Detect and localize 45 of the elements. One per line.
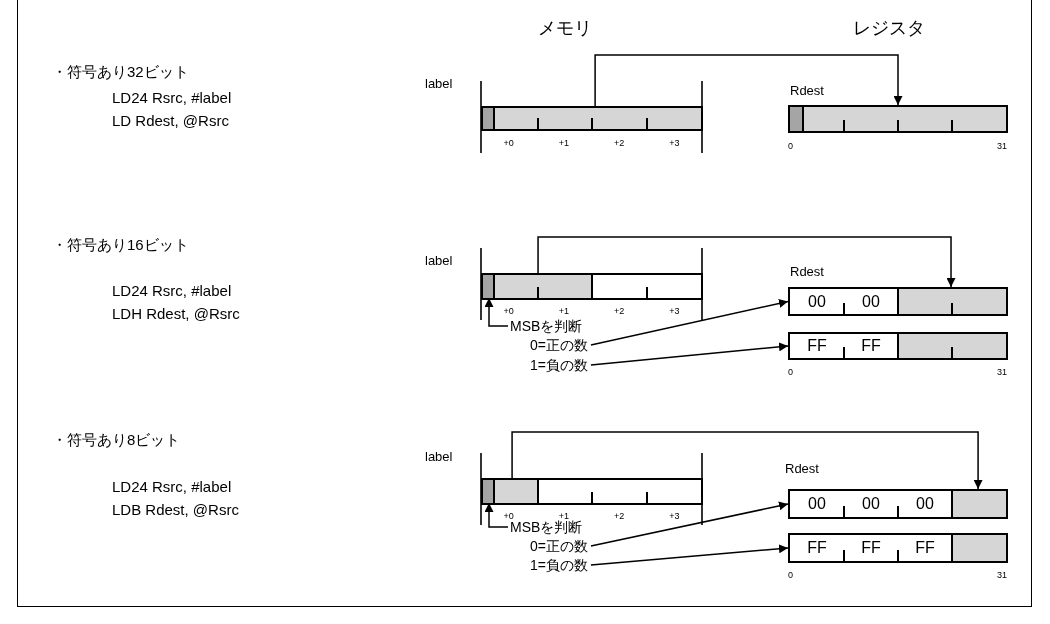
bit-number: 0 (788, 570, 793, 581)
instruction-text: LD24 Rsrc, #label (112, 282, 232, 300)
byte-offset: +3 (669, 511, 680, 522)
address-label: label (425, 254, 453, 269)
byte-value: 00 (862, 496, 880, 512)
byte-value: 00 (808, 293, 826, 310)
instruction-text: LD Rdest, @Rsrc (112, 112, 229, 130)
byte-offset: +3 (669, 306, 680, 317)
address-label: label (425, 77, 453, 92)
byte-value: FF (807, 338, 827, 354)
register-name: Rdest (790, 265, 824, 280)
register-name: Rdest (790, 84, 824, 99)
byte-value: FF (915, 540, 935, 556)
column-heading: メモリ (538, 18, 592, 39)
byte-offset: +2 (613, 511, 625, 522)
instruction-text: LDH Rdest, @Rsrc (112, 305, 240, 323)
byte-offset: +0 (503, 511, 514, 522)
byte-offset: +0 (503, 306, 514, 317)
byte-offset: +2 (613, 306, 625, 317)
byte-offset: +1 (558, 511, 569, 521)
section-title: ・符号あり8ビット (52, 431, 181, 449)
bit-number: 31 (997, 367, 1007, 378)
address-label: label (425, 450, 453, 465)
section-title: ・符号あり32ビット (52, 63, 189, 81)
byte-value: FF (861, 338, 881, 354)
byte-offset: +1 (558, 138, 569, 149)
byte-value: FF (861, 540, 881, 556)
instruction-text: LDB Rdest, @Rsrc (112, 501, 239, 519)
bit-number: 31 (997, 570, 1007, 581)
byte-value: 00 (916, 496, 934, 512)
bit-number: 31 (997, 141, 1007, 152)
instruction-text: LD24 Rsrc, #label (112, 89, 232, 107)
byte-offset: +2 (613, 138, 625, 149)
byte-value: FF (807, 540, 827, 556)
bit-number: 0 (788, 141, 793, 152)
section-title: ・符号あり16ビット (52, 236, 189, 254)
column-heading: レジスタ (853, 18, 925, 39)
byte-value: 00 (808, 496, 826, 512)
byte-offset: +0 (503, 138, 514, 149)
byte-offset: +1 (558, 306, 569, 317)
byte-value: 00 (862, 293, 880, 310)
instruction-text: LD24 Rsrc, #label (112, 478, 232, 496)
byte-offset: +3 (669, 138, 680, 149)
bit-number: 0 (788, 367, 793, 378)
register-name: Rdest (785, 462, 819, 477)
